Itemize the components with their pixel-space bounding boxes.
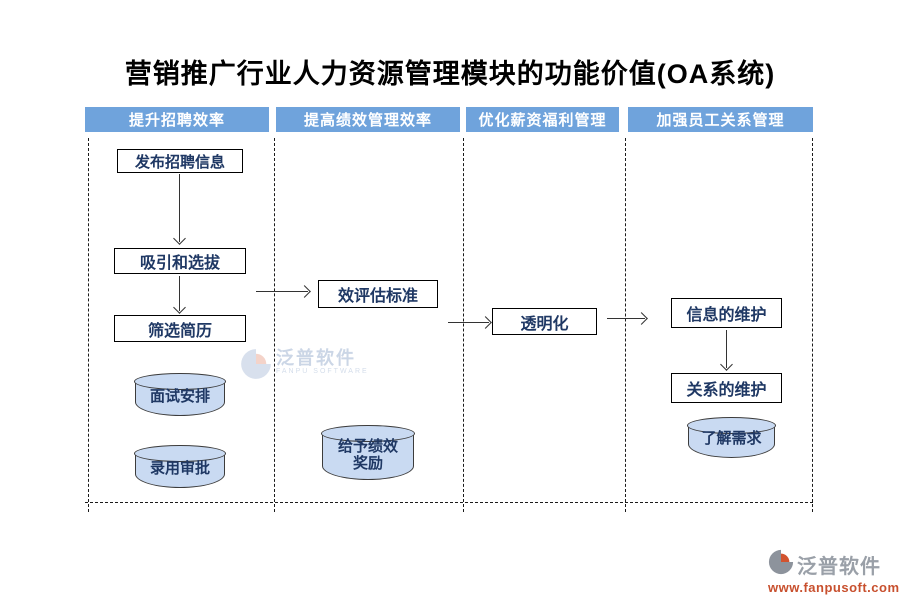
node-attract-select: 吸引和选拔 — [114, 248, 246, 274]
watermark-name: 泛普软件 — [276, 348, 356, 368]
lane-border-bottom — [85, 502, 813, 503]
watermark-subtitle: FANPU SOFTWARE — [276, 368, 369, 375]
logo-name: 泛普软件 — [797, 556, 881, 578]
page-title: 营销推广行业人力资源管理模块的功能价值(OA系统) — [124, 59, 776, 89]
node-screen-resumes: 筛选简历 — [114, 315, 246, 342]
lane-border-left — [88, 138, 89, 512]
node-publish-recruit-info: 发布招聘信息 — [117, 149, 243, 173]
arrow-right-1 — [256, 291, 308, 292]
node-evaluation-standard: 效评估标准 — [318, 280, 438, 308]
cylinder-hiring-approval: 录用审批 — [134, 445, 226, 488]
column-header-performance: 提高绩效管理效率 — [276, 107, 460, 132]
cylinder-interview-schedule: 面试安排 — [134, 373, 226, 416]
cylinder-performance-reward: 给予绩效奖励 — [321, 425, 415, 480]
arrow-right-2 — [448, 322, 489, 323]
arrow-down-2 — [179, 276, 180, 311]
fanpu-logo-icon — [768, 549, 794, 580]
cylinder-understand-needs: 了解需求 — [687, 417, 776, 458]
column-header-employee-relations: 加强员工关系管理 — [628, 107, 813, 132]
node-relation-maintenance: 关系的维护 — [671, 373, 782, 403]
lane-divider-3 — [625, 138, 626, 512]
arrow-down-1 — [179, 174, 180, 242]
node-transparency: 透明化 — [492, 308, 597, 335]
logo-url: www.fanpusoft.com — [768, 580, 900, 595]
node-info-maintenance: 信息的维护 — [671, 298, 782, 328]
column-header-salary: 优化薪资福利管理 — [466, 107, 619, 132]
watermark: 泛普软件 FANPU SOFTWARE — [240, 348, 369, 385]
arrow-down-3 — [726, 330, 727, 368]
lane-border-right — [812, 138, 813, 512]
fanpu-logo-icon — [240, 348, 272, 385]
arrow-right-3 — [607, 318, 645, 319]
lane-divider-1 — [274, 138, 275, 512]
fanpu-logo: 泛普软件 www.fanpusoft.com — [768, 549, 900, 595]
lane-divider-2 — [463, 138, 464, 512]
column-header-recruiting: 提升招聘效率 — [85, 107, 269, 132]
